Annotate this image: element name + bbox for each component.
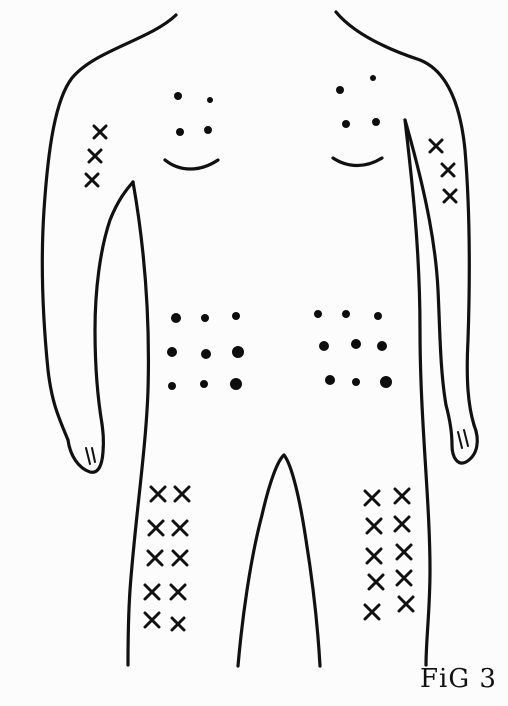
x-mark (148, 551, 162, 565)
dot-marks (167, 75, 392, 390)
x-mark (430, 140, 442, 152)
x-mark (149, 521, 163, 535)
x-mark (365, 491, 379, 505)
dot-mark (171, 313, 181, 323)
x-mark (173, 521, 187, 535)
left-chest-crease (165, 160, 218, 169)
dot-mark (336, 86, 344, 94)
dot-mark (201, 314, 209, 322)
x-mark (397, 571, 411, 585)
x-mark (171, 585, 185, 599)
x-mark (367, 519, 381, 533)
dot-mark (204, 126, 212, 134)
right-chest-crease (333, 158, 382, 166)
dot-mark (319, 341, 329, 351)
x-mark (145, 585, 159, 599)
dot-mark (207, 97, 213, 103)
dot-mark (374, 312, 382, 320)
dot-mark (232, 312, 240, 320)
inner-legs (238, 455, 320, 666)
dot-mark (230, 378, 242, 390)
x-mark (395, 489, 409, 503)
x-marks (86, 126, 456, 630)
dot-mark (325, 375, 335, 385)
x-mark (367, 549, 381, 563)
left-torso-side (128, 182, 148, 665)
dot-mark (380, 376, 392, 388)
dot-mark (377, 341, 387, 351)
dot-mark (232, 346, 244, 358)
x-mark (395, 517, 409, 531)
right-shoulder-arm-outer (336, 12, 474, 425)
x-mark (399, 597, 413, 611)
dot-mark (314, 310, 322, 318)
x-mark (365, 605, 379, 619)
dot-mark (167, 347, 177, 357)
x-mark (444, 190, 456, 202)
body-outline (42, 12, 477, 666)
x-mark (175, 487, 189, 501)
x-mark (145, 613, 159, 627)
left-finger-lines (86, 448, 95, 464)
x-mark (369, 575, 383, 589)
dot-mark (372, 118, 380, 126)
x-mark (94, 126, 106, 138)
dot-mark (168, 382, 176, 390)
dot-mark (352, 378, 360, 386)
dot-mark (351, 339, 361, 349)
dot-mark (342, 310, 350, 318)
right-finger-lines (458, 430, 468, 448)
dot-mark (200, 380, 208, 388)
x-mark (397, 545, 411, 559)
left-arm-inner (95, 182, 133, 424)
dot-mark (176, 128, 184, 136)
x-mark (442, 164, 454, 176)
x-mark (86, 174, 98, 186)
x-mark (89, 150, 101, 162)
dot-mark (370, 75, 376, 81)
x-mark (172, 618, 184, 630)
dot-mark (342, 120, 350, 128)
x-mark (151, 487, 165, 501)
dot-mark (174, 92, 182, 100)
x-mark (173, 551, 187, 565)
dot-mark (201, 349, 211, 359)
figure-label: FiG 3 (420, 664, 497, 694)
